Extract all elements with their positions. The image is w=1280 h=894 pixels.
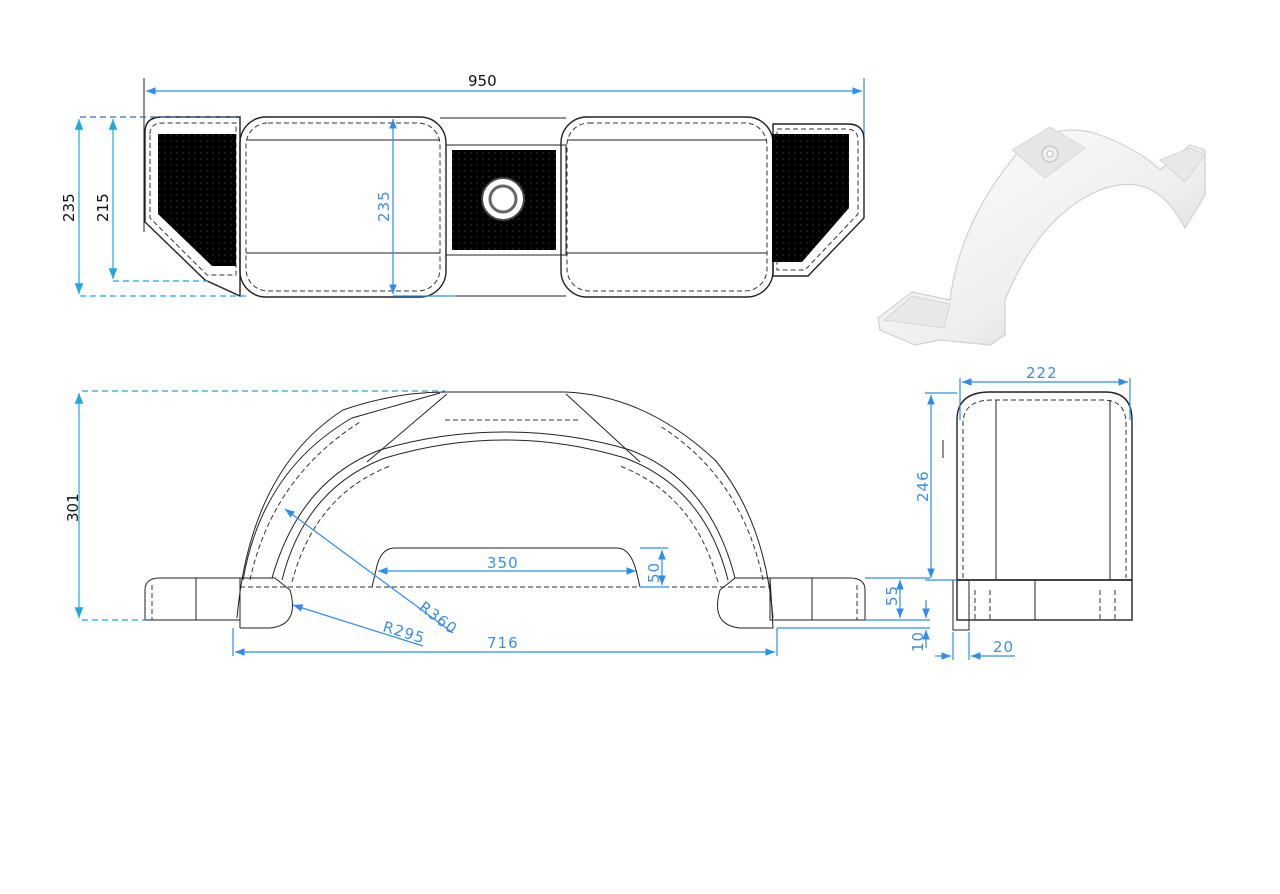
dim-235-outer: 235 <box>60 193 78 222</box>
dim-50: 50 <box>645 562 663 583</box>
side-view <box>74 390 930 656</box>
dim-950: 950 <box>468 72 497 90</box>
iso-view <box>877 126 1206 346</box>
dim-r295: R295 <box>381 618 427 648</box>
dim-350: 350 <box>487 554 519 572</box>
dim-235-center: 235 <box>375 190 393 222</box>
dim-301: 301 <box>64 493 82 522</box>
dim-20: 20 <box>993 638 1014 656</box>
dim-55: 55 <box>883 585 901 606</box>
top-view <box>74 78 865 298</box>
dim-246: 246 <box>914 470 932 502</box>
end-view <box>925 378 1133 660</box>
dim-716: 716 <box>487 634 519 652</box>
dim-215: 215 <box>94 193 112 222</box>
dim-10: 10 <box>909 631 927 652</box>
dim-222: 222 <box>1026 364 1058 382</box>
